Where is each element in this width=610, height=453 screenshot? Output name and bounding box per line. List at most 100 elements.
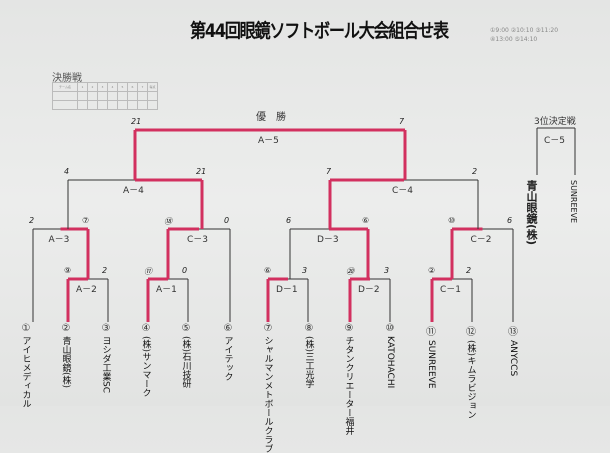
team-name: KATOHACHI (385, 336, 395, 389)
match-label: D－3 (317, 235, 339, 245)
third-place-left-team: 青山眼鏡(株) (525, 180, 538, 246)
table-cell (147, 91, 158, 101)
team-entry: ④ (株)サンマーク (139, 323, 153, 397)
team-number: ③ (101, 323, 111, 334)
team-name: (株)サンマーク (140, 336, 151, 398)
team-entry: ⑪ SUNREEVE (424, 323, 438, 389)
left-score: 2 (29, 216, 35, 225)
table-cell (137, 91, 148, 101)
right-score: 2 (472, 167, 478, 176)
team-entry: ⑥ アイテック (221, 323, 235, 381)
right-score: 3 (384, 266, 390, 275)
right-score: 2 (102, 266, 108, 275)
team-name: チタンクリエーター福井 (343, 336, 354, 435)
team-name: (株)石川技研 (180, 336, 191, 389)
table-cell (87, 100, 98, 110)
team-number: ⑧ (304, 323, 314, 334)
team-number: ⑦ (263, 323, 273, 334)
table-cell (147, 100, 158, 110)
table-header-cell: 3 (97, 82, 108, 92)
table-cell (107, 91, 118, 101)
right-score: 7 (399, 117, 405, 126)
left-score: ⑨ (64, 266, 72, 275)
table-header-cell: 2 (87, 82, 98, 92)
final-table-label: 決勝戦 (52, 73, 82, 84)
page-title: 第44回眼鏡ソフトボール大会組合せ表 (190, 20, 449, 42)
match-label: C－4 (392, 186, 414, 196)
table-cell (97, 91, 108, 101)
table-cell (87, 91, 98, 101)
team-number: ⑨ (344, 323, 354, 334)
match-label: C－1 (440, 285, 462, 295)
team-name: SUNREEVE (426, 340, 436, 389)
table-header-cell: 得点 (147, 82, 158, 92)
schedule-times: ①9:00 ②10:10 ③11:20 ④13:00 ⑤14:10 (490, 27, 559, 43)
right-score: ⑦ (82, 216, 90, 225)
match-label: D－2 (358, 285, 380, 295)
right-score: ⑥ (362, 216, 370, 225)
team-name: シャルマンメトボールクラブ (262, 336, 273, 453)
third-place-label: 3位決定戦 (534, 117, 576, 127)
table-cell (52, 100, 78, 110)
team-number: ⑪ (426, 327, 436, 338)
table-cell (97, 100, 108, 110)
left-score: 21 (131, 117, 142, 126)
match-label: C－2 (470, 235, 492, 245)
team-entry: ⑨ チタンクリエーター福井 (342, 323, 356, 435)
team-name: アイテック (222, 336, 233, 381)
left-score: ② (428, 266, 436, 275)
table-cell (107, 100, 118, 110)
team-name: ヨシダ工業SC (100, 336, 111, 393)
match-label: A－1 (156, 285, 177, 295)
table-header-cell: 6 (127, 82, 138, 92)
team-number: ① (21, 323, 31, 334)
left-score: ⑩ (448, 216, 456, 225)
team-number: ④ (141, 323, 151, 334)
right-score: 3 (302, 266, 308, 275)
team-number: ⑫ (466, 327, 476, 338)
table-cell (137, 100, 148, 110)
team-entry: ① アイヒメディカル (19, 323, 33, 408)
right-score: 2 (466, 266, 472, 275)
team-entry: ⑫ (株)キムラビジョン (464, 323, 478, 419)
table-cell (52, 91, 78, 101)
right-score: 0 (224, 216, 230, 225)
team-number: ⑥ (223, 323, 233, 334)
left-score: ⑳ (346, 267, 354, 276)
third-place-match-label: C－5 (544, 136, 566, 146)
team-name: アイヒメディカル (20, 336, 31, 408)
team-name: ANYCCS (508, 340, 518, 377)
left-score: ⑥ (264, 266, 272, 275)
table-cell (77, 91, 88, 101)
team-entry: ⑬ ANYCCS (506, 323, 520, 376)
tournament-bracket (32, 127, 576, 322)
champion-label: 優 勝 (256, 112, 286, 123)
right-score: 0 (182, 266, 188, 275)
table-cell (127, 91, 138, 101)
team-number: ⑬ (508, 327, 518, 338)
team-entry: ⑤ (株)石川技研 (179, 323, 193, 388)
table-header-cell: 1 (77, 82, 88, 92)
team-number: ⑤ (181, 323, 191, 334)
table-header-cell: 7 (137, 82, 148, 92)
match-label: D－1 (276, 285, 298, 295)
table-header-cell: 5 (117, 82, 128, 92)
table-cell (77, 100, 88, 110)
team-name: 青山眼鏡(株) (60, 336, 71, 389)
match-label: C－3 (187, 235, 209, 245)
left-score: ⑱ (164, 217, 172, 226)
match-label: A－5 (258, 136, 279, 146)
right-score: 21 (196, 167, 207, 176)
left-score: 4 (64, 167, 70, 176)
left-score: 7 (326, 167, 332, 176)
table-header-cell: チーム名 (52, 82, 78, 92)
table-cell (117, 91, 128, 101)
table-header-cell: 4 (107, 82, 118, 92)
table-cell (117, 100, 128, 110)
match-label: A－4 (123, 186, 144, 196)
team-name: (株)キムラビジョン (465, 340, 476, 420)
match-label: A－2 (76, 285, 97, 295)
